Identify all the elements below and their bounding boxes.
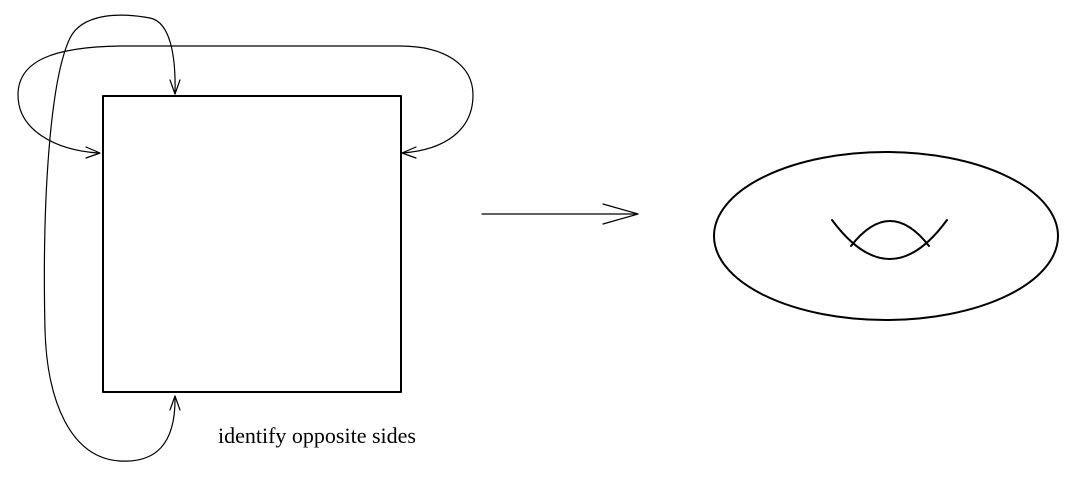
fundamental-square <box>102 95 402 393</box>
torus-hole-upper-curve <box>850 220 930 247</box>
torus-outline <box>713 151 1059 321</box>
left-right-identification-loop <box>17 45 474 154</box>
top-bottom-identification-loop <box>43 14 176 462</box>
caption: identify opposite sides <box>218 423 416 448</box>
arrowhead-top-side <box>169 79 181 95</box>
arrowhead-bottom-side <box>169 395 181 411</box>
map-arrow-head <box>602 203 639 225</box>
torus-hole-lower-curve <box>831 219 948 260</box>
arrowhead-left-side <box>85 146 101 159</box>
arrowhead-right-side <box>401 146 417 159</box>
